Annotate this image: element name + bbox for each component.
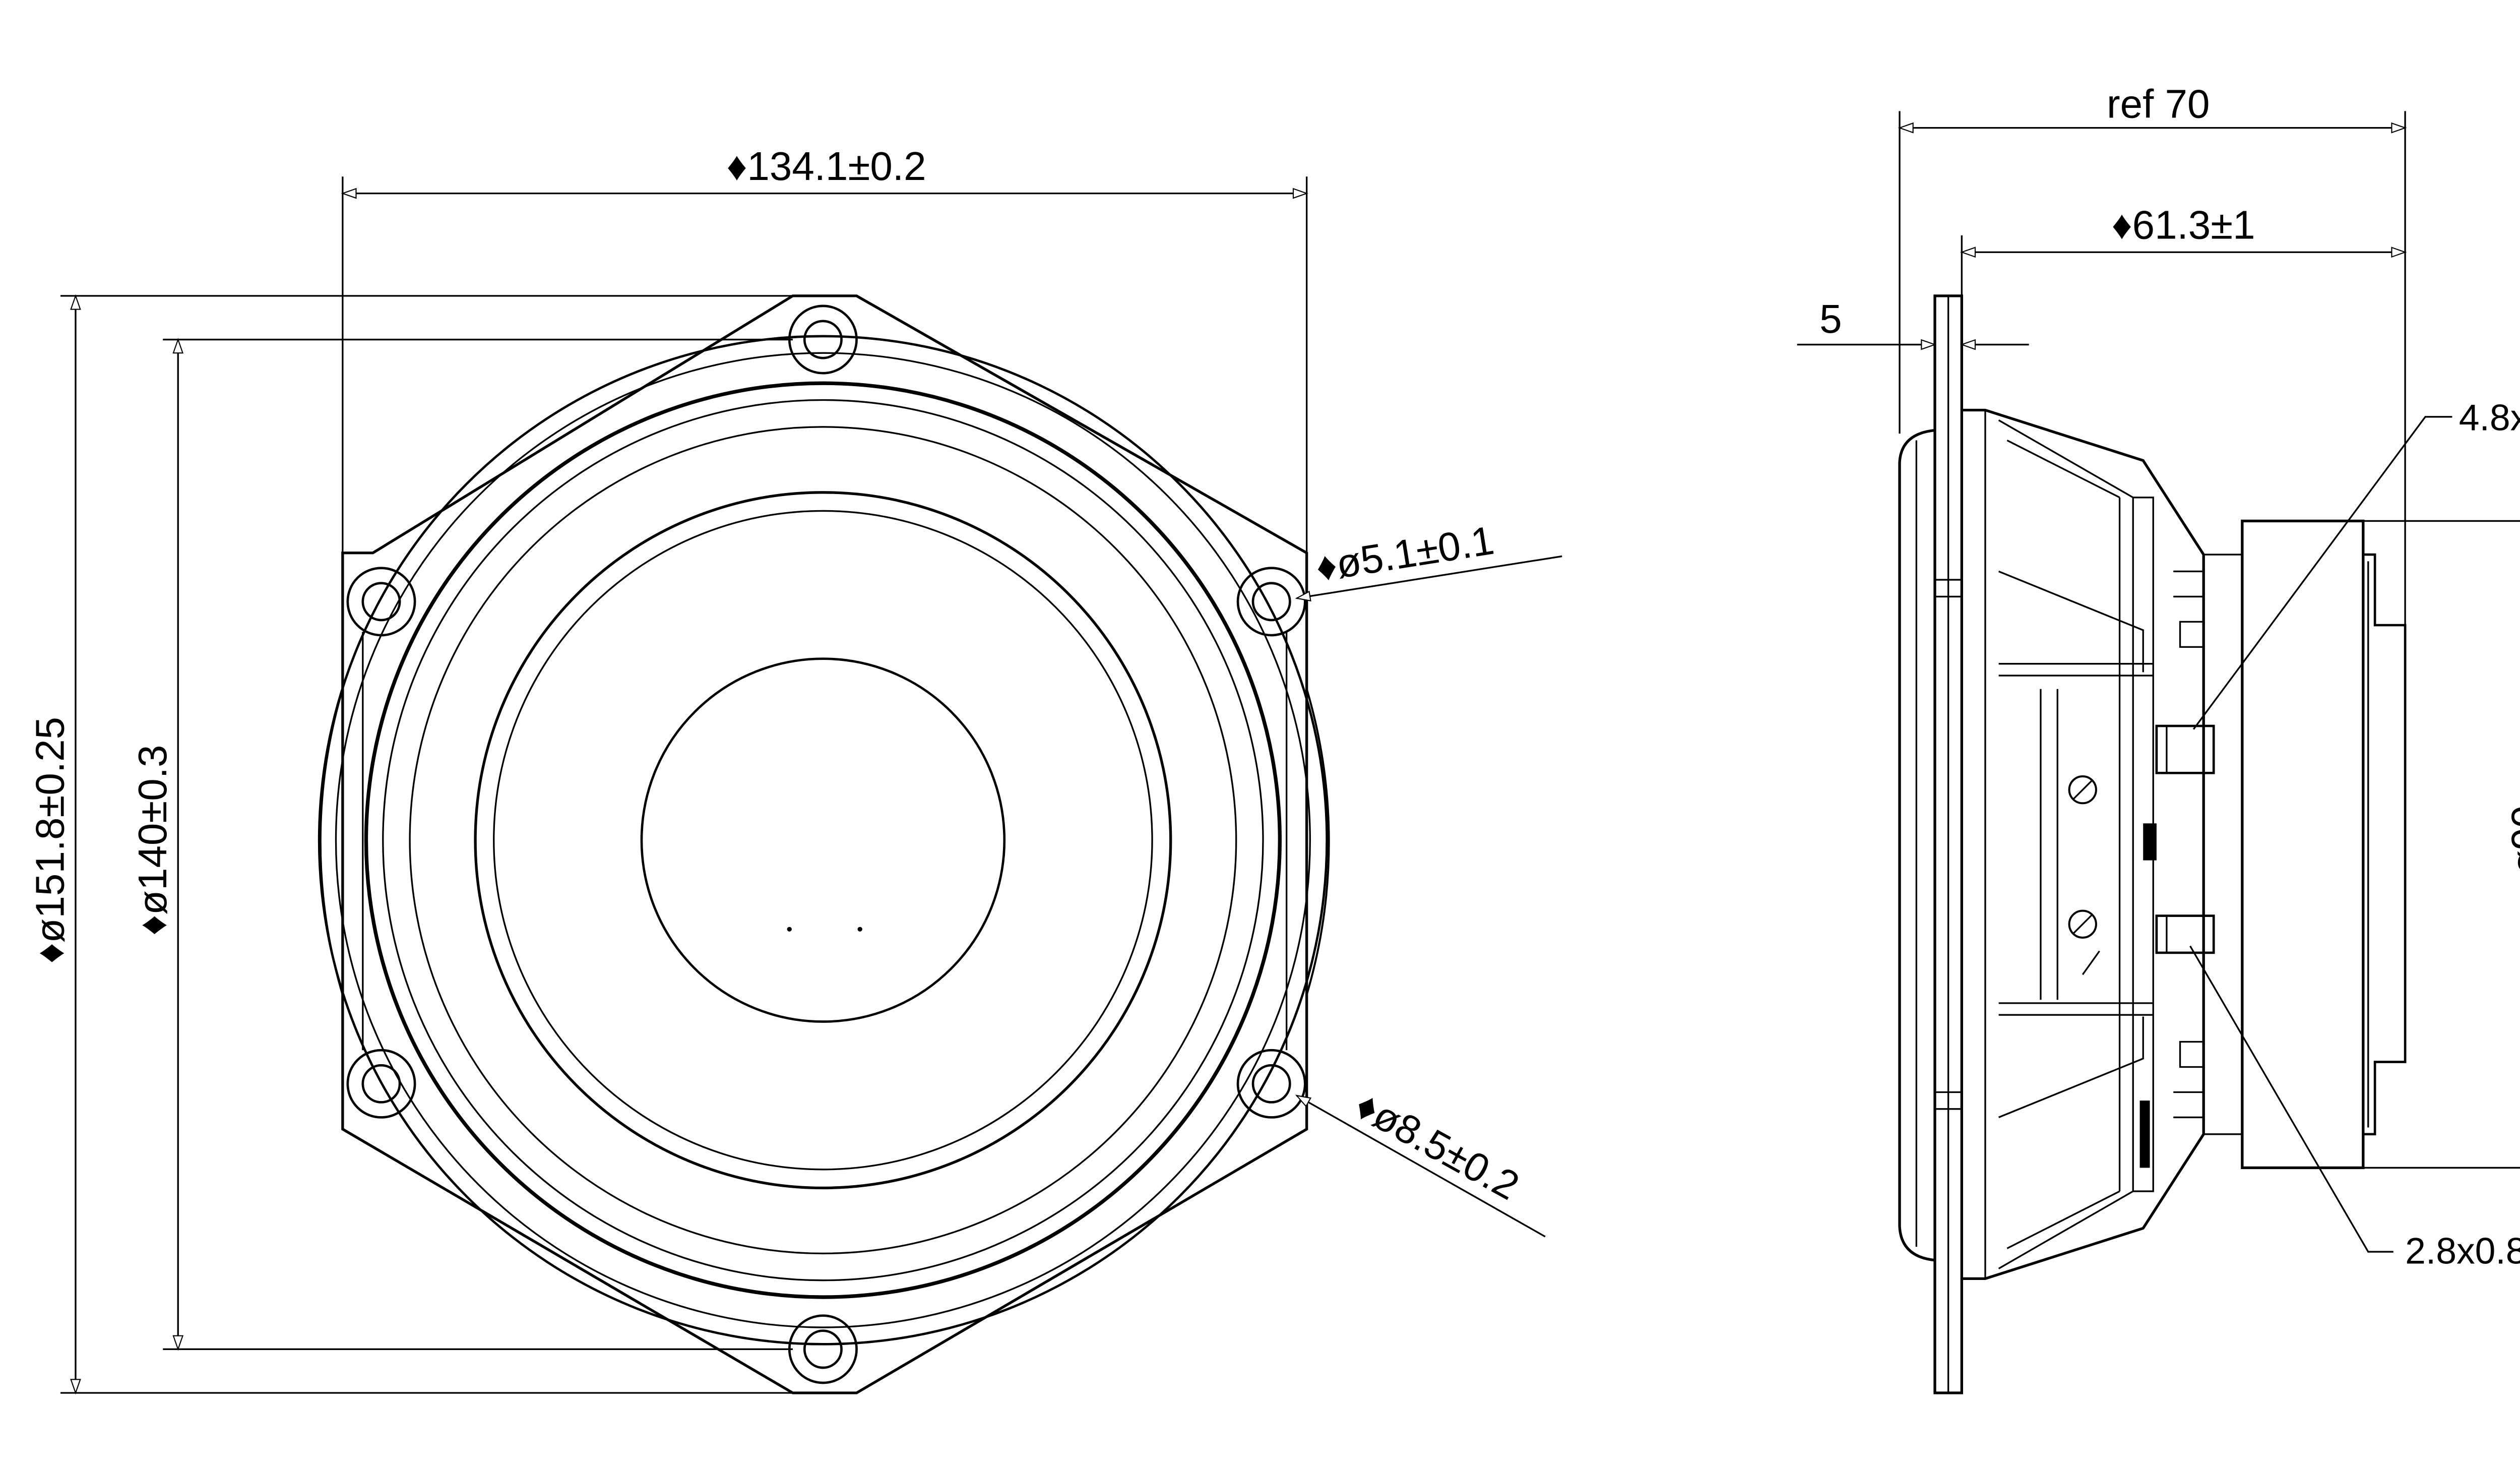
frame-ring-2 [335, 352, 1311, 1328]
front-view: ♦134.1±0.2 ♦ø151.8±0.25 ♦ø140±0.3 ♦ø5.1±… [28, 144, 1562, 1395]
side-view: ref 70 ♦61.3±1 5 ø90 4.8x0.8t 2.8x0.8t [1797, 82, 2520, 1394]
large-hole-leader [1295, 1094, 1546, 1238]
dim-small-hole-label: ♦ø5.1±0.1 [1313, 518, 1497, 590]
terminal-large-leader [2192, 416, 2452, 730]
side-pole-plate [2363, 553, 2407, 1136]
surround-inner [409, 426, 1237, 1255]
mounting-hole-lower-right [1236, 1049, 1306, 1119]
terminal-small-label: 2.8x0.8t [2405, 1230, 2520, 1271]
cone-edge [474, 491, 1172, 1190]
front-frame-outline [341, 294, 1308, 1394]
dim-ref-depth-label: ref 70 [2107, 82, 2210, 127]
dim-mount-depth-label: ♦61.3±1 [2112, 203, 2255, 248]
small-hole-leader [1295, 555, 1562, 602]
terminal-large [2155, 724, 2215, 774]
mounting-hole-top [788, 304, 858, 375]
mounting-hole-upper-right [1236, 567, 1306, 637]
terminal-large-label: 4.8x0.8t [2459, 397, 2520, 438]
dim-inner-dia-label: ♦ø140±0.3 [130, 745, 175, 936]
side-screw-1 [2068, 775, 2097, 805]
cap-dot-left [787, 927, 792, 932]
cone-inner [493, 510, 1153, 1171]
side-magnet [2241, 519, 2365, 1170]
mounting-hole-lower-left [346, 1049, 416, 1119]
surround-outer [364, 381, 1282, 1299]
frame-outer-ring [318, 335, 1328, 1346]
side-surround [1898, 429, 1935, 1262]
terminal-small [2155, 914, 2215, 954]
dim-outer-dia-label: ♦ø151.8±0.25 [28, 717, 73, 963]
terminal-small-leader [2189, 945, 2393, 1253]
side-screw-2 [2068, 909, 2097, 939]
mounting-hole-upper-left [346, 567, 416, 637]
mounting-hole-bottom [788, 1314, 858, 1384]
dust-cap [640, 657, 1006, 1023]
surround-mid [382, 399, 1264, 1281]
dim-magnet-dia-label: ø90 [2503, 806, 2520, 875]
cap-dot-right [857, 927, 862, 932]
dim-flange-label: 5 [1819, 296, 1842, 341]
terminal-block [2143, 823, 2157, 861]
side-basket [1962, 408, 2205, 1280]
frame-arc-right [1305, 689, 1330, 995]
dim-width-label: ♦134.1±0.2 [727, 144, 926, 189]
basket-clip [2139, 1101, 2150, 1168]
dim-large-hole-label: ♦ø8.5±0.2 [1348, 1082, 1526, 1208]
